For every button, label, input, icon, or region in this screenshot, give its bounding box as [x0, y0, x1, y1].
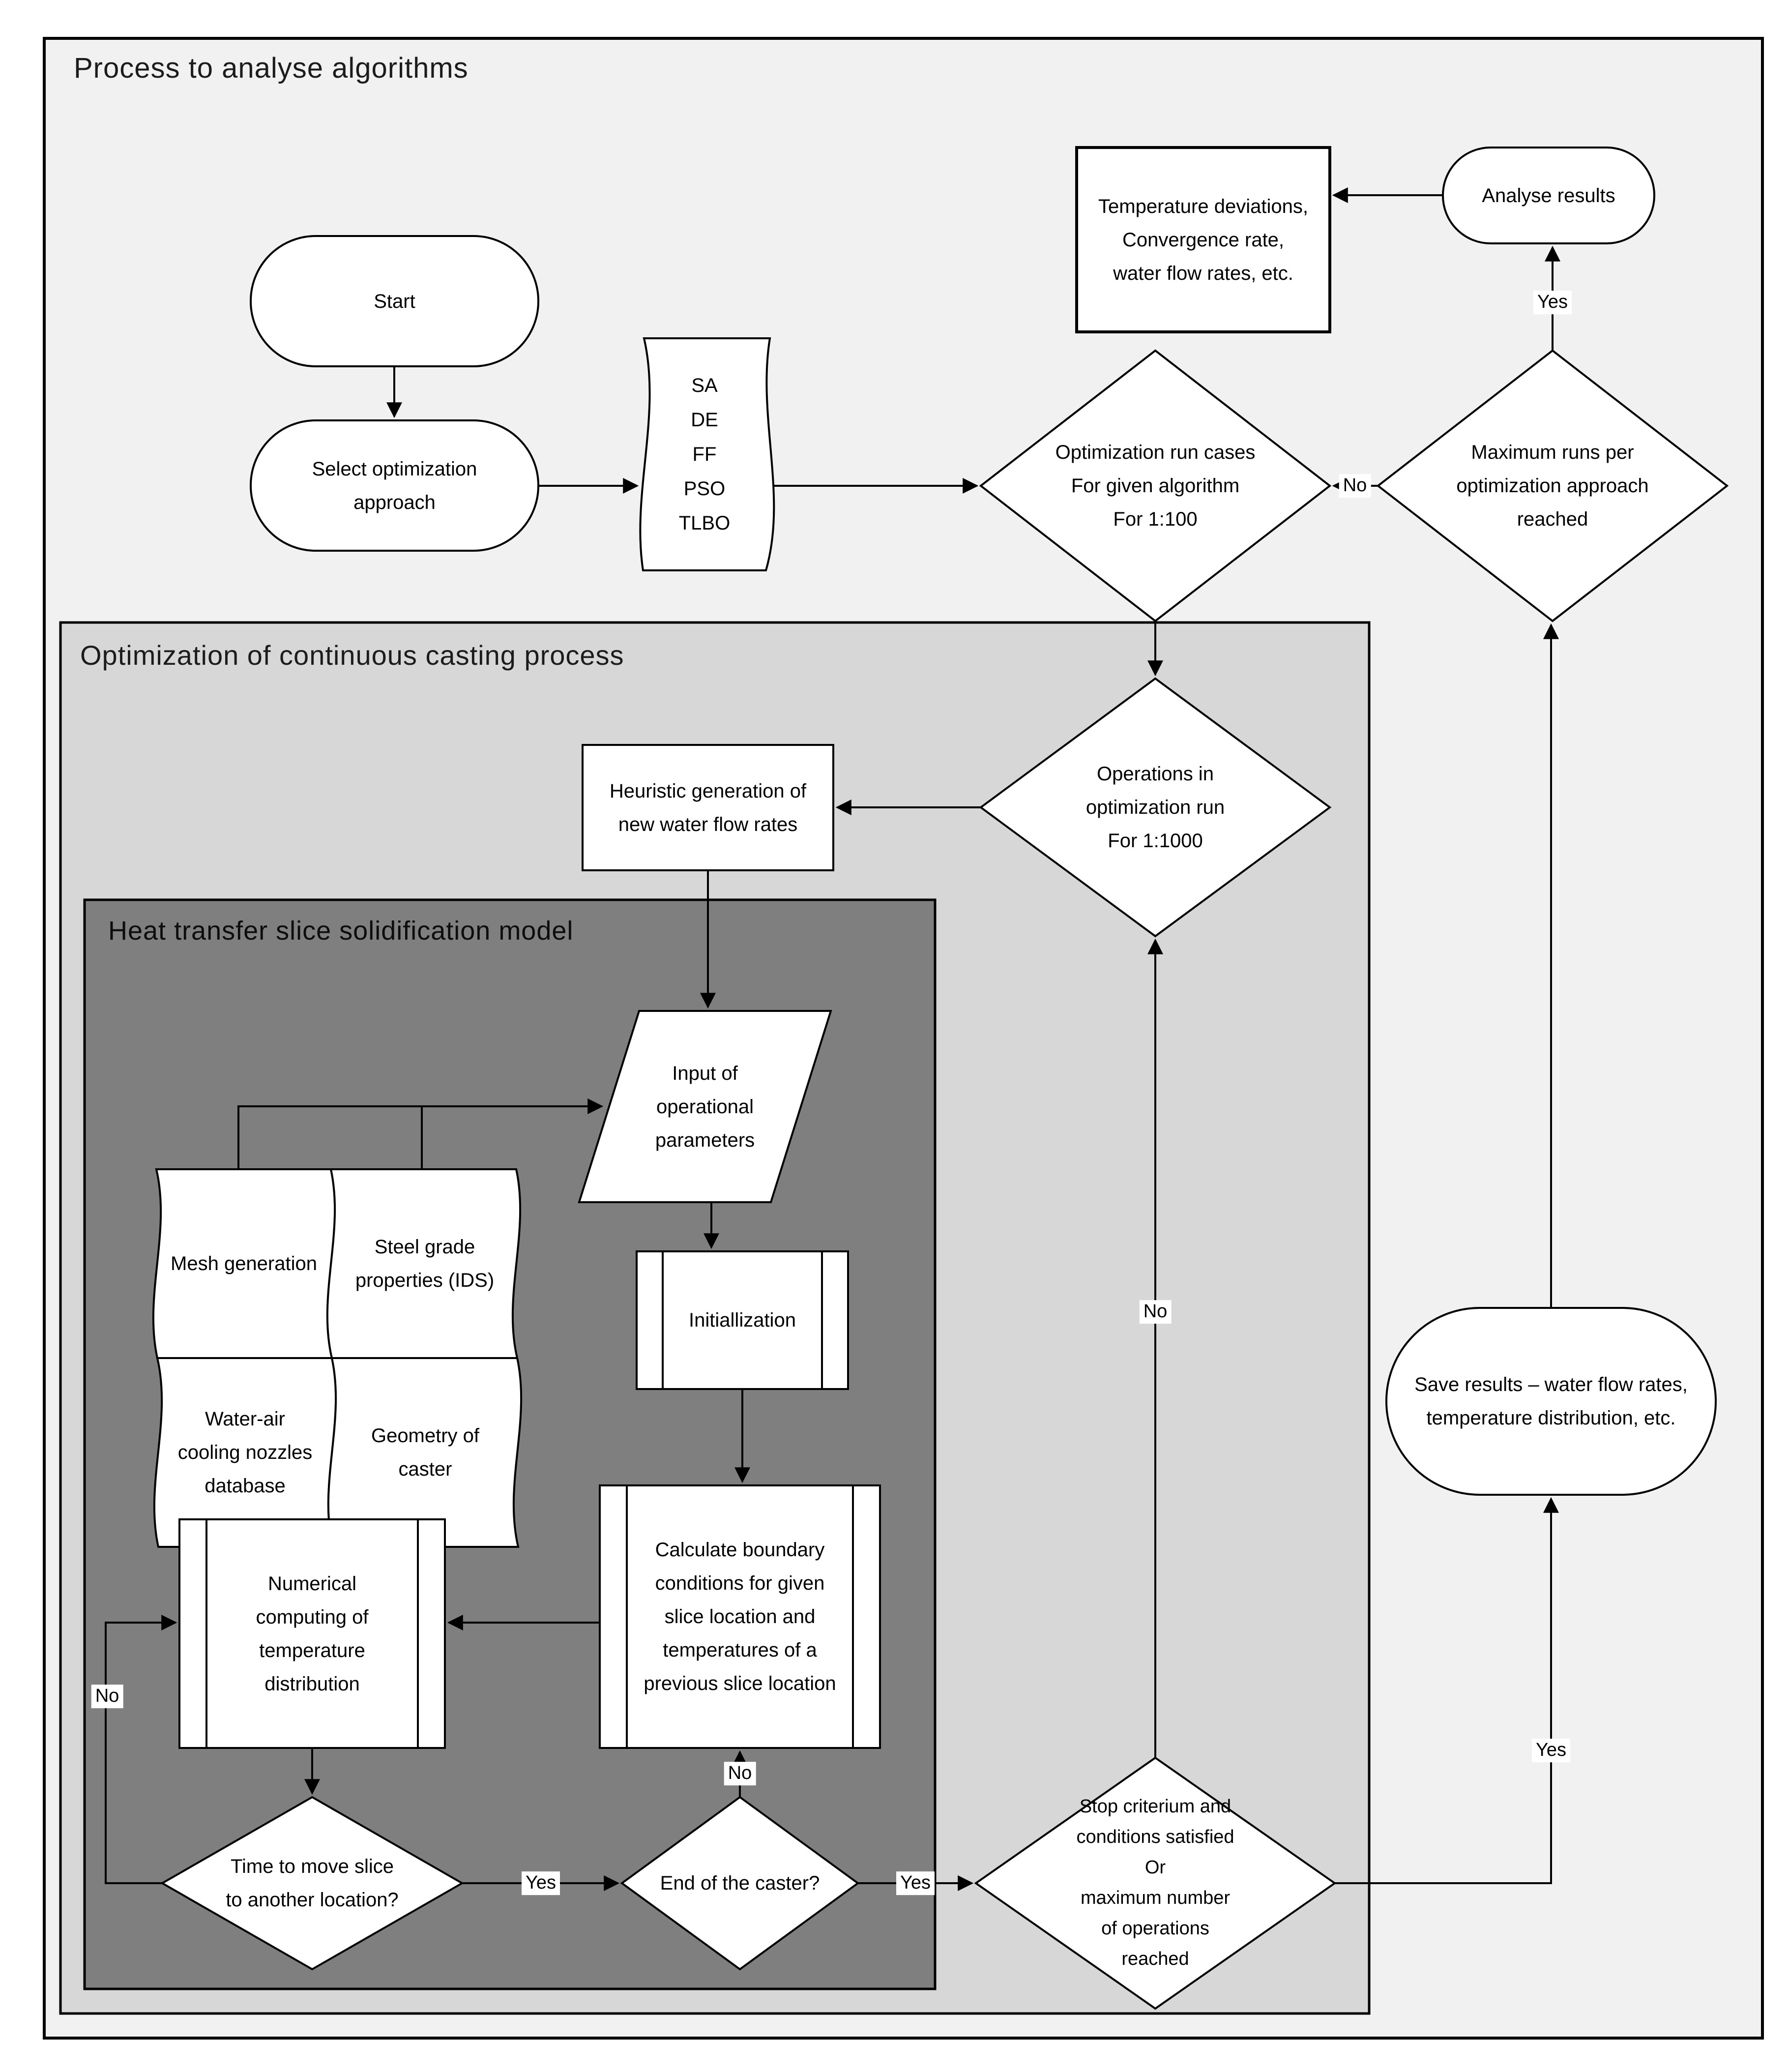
steel-doc-shape — [326, 1168, 522, 1359]
results-info-box — [1075, 146, 1331, 333]
run-cases-diamond — [979, 349, 1332, 622]
mesh-doc-shape — [152, 1168, 336, 1359]
operations-diamond — [979, 677, 1332, 938]
geometry-doc-shape — [327, 1357, 523, 1548]
select-approach-shape — [250, 419, 539, 552]
start-shape — [250, 235, 539, 367]
arrow-stop-yes-save — [1335, 1497, 1559, 1884]
stop-criterium-diamond — [974, 1756, 1337, 2010]
max-runs-diamond — [1376, 349, 1729, 622]
calculate-box — [599, 1484, 881, 1749]
arrow-docs-input — [237, 1098, 604, 1169]
heuristic-box — [582, 744, 834, 871]
input-params-parallelogram — [578, 1010, 832, 1203]
analyse-results-shape — [1442, 147, 1655, 244]
save-results-shape — [1385, 1307, 1717, 1496]
algorithms-doc-shape — [639, 337, 775, 571]
end-caster-diamond — [620, 1796, 860, 1971]
arrow-loop-no-numerical — [105, 1615, 177, 1884]
initialization-box — [636, 1250, 849, 1390]
time-move-diamond — [160, 1796, 465, 1971]
numerical-box — [178, 1518, 446, 1749]
